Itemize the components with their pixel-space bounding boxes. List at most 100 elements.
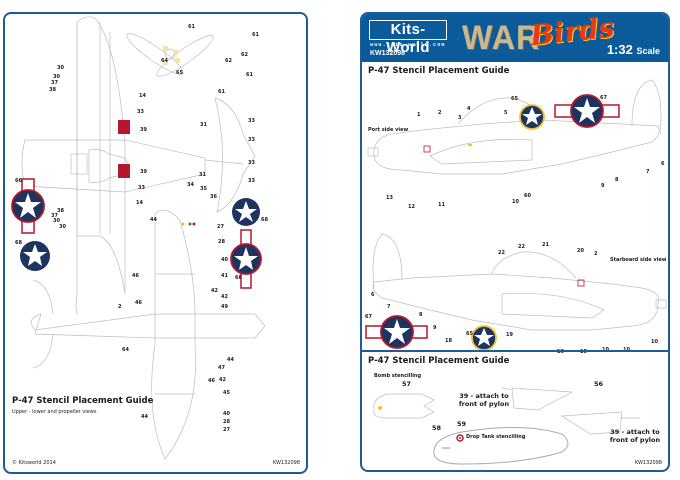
- label-61: 61: [252, 32, 259, 38]
- label-56: 56: [594, 380, 604, 388]
- insignia-plain-right: [232, 198, 260, 226]
- label-27: 27: [223, 427, 230, 433]
- label-2: 2: [438, 110, 442, 116]
- label-61: 61: [218, 89, 225, 95]
- label-31: 31: [200, 122, 207, 128]
- label-61: 61: [246, 72, 253, 78]
- label-45: 45: [223, 390, 230, 396]
- label-18: 18: [445, 338, 452, 344]
- label-44: 44: [227, 357, 234, 363]
- scale-word: Scale: [636, 46, 660, 56]
- label-33: 33: [248, 118, 255, 124]
- warbirds-logo-war: WAR: [462, 19, 541, 57]
- label-8: 8: [615, 177, 619, 183]
- scale-value: 1:32: [606, 42, 633, 57]
- label-57: 57: [402, 380, 412, 388]
- label-21: 21: [542, 242, 549, 248]
- pylon-note-1: 39 - attach to front of pylon: [458, 392, 510, 408]
- label-59: 59: [457, 420, 467, 428]
- label-67: 67: [600, 95, 607, 101]
- label-11: 11: [438, 202, 445, 208]
- label-27: 27: [217, 224, 224, 230]
- left-product-code: KW132098: [272, 460, 300, 466]
- label-47: 47: [218, 365, 225, 371]
- label-61: 61: [188, 24, 195, 30]
- label-60: 60: [524, 193, 531, 199]
- label-42: 42: [211, 288, 218, 294]
- label-34: 34: [187, 182, 194, 188]
- left-guide-subtitle: Upper - lower and propeller views: [12, 409, 97, 415]
- propeller-outline: [126, 33, 214, 77]
- label-35: 35: [200, 186, 207, 192]
- label-44: 44: [150, 217, 157, 223]
- label-40: 40: [221, 257, 228, 263]
- label-28: 28: [223, 419, 230, 425]
- red-panel-upper: [118, 120, 130, 134]
- red-panel-lower: [118, 164, 130, 178]
- label-10: 10: [557, 349, 564, 355]
- label-37: 37: [51, 80, 58, 86]
- label-65: 65: [176, 70, 183, 76]
- label-7: 7: [387, 304, 391, 310]
- label-39: 39: [140, 127, 147, 133]
- starboard-wing-root: [501, 292, 605, 319]
- label-9: 9: [601, 183, 605, 189]
- label-49: 49: [221, 304, 228, 310]
- label-68: 68: [15, 240, 22, 246]
- label-28: 28: [218, 239, 225, 245]
- label-10: 10: [580, 349, 587, 355]
- scale-label: 1:32 Scale: [607, 42, 660, 57]
- insignia-67-port: [554, 94, 620, 128]
- section2-title: P-47 Stencil Placement Guide: [368, 356, 510, 366]
- label-22: 22: [498, 250, 505, 256]
- drop-tank-label: Drop Tank stencilling: [466, 434, 526, 440]
- label-13: 13: [386, 195, 393, 201]
- label-37: 37: [51, 213, 58, 219]
- insignia-65-port: [519, 104, 545, 130]
- label-33: 33: [248, 137, 255, 143]
- label-6: 6: [661, 161, 665, 167]
- label-46: 46: [135, 300, 142, 306]
- label-44: 44: [141, 414, 148, 420]
- port-tail: [631, 79, 662, 135]
- starboard-fuselage-outline: [372, 273, 659, 331]
- insignia-with-bars-right: [230, 229, 262, 289]
- right-stencil-sheet: Kits-World www.kits-world.com KW132098 W…: [360, 12, 670, 472]
- pylon-2: [560, 411, 623, 435]
- label-62: 62: [241, 52, 248, 58]
- section1-title: P-47 Stencil Placement Guide: [368, 66, 510, 76]
- label-33: 33: [248, 178, 255, 184]
- starboard-view-label: Starboard side view: [610, 257, 667, 263]
- label-58: 58: [432, 424, 442, 432]
- label-30: 30: [59, 224, 66, 230]
- label-33: 33: [137, 109, 144, 115]
- label-39: 39: [140, 169, 147, 175]
- label-9: 9: [433, 325, 437, 331]
- bomb-stencilling-label: Bomb stencilling: [374, 373, 422, 379]
- label-30: 30: [53, 218, 60, 224]
- label-7: 7: [646, 169, 650, 175]
- label-38: 38: [49, 87, 56, 93]
- pylon-1: [511, 387, 574, 411]
- label-66: 66: [15, 178, 22, 184]
- label-46: 46: [132, 273, 139, 279]
- brand-header: Kits-World www.kits-world.com KW132098 W…: [362, 14, 668, 62]
- label-30: 30: [57, 65, 64, 71]
- label-14: 14: [136, 200, 143, 206]
- label-31: 31: [199, 172, 206, 178]
- label-33: 33: [248, 160, 255, 166]
- stencil-box-1: [423, 145, 431, 153]
- right-footer-code: KW132098: [634, 460, 662, 466]
- label-10: 10: [512, 199, 519, 205]
- label-22: 22: [518, 244, 525, 250]
- label-33: 33: [138, 185, 145, 191]
- section-divider: [362, 350, 668, 352]
- label-10: 10: [651, 339, 658, 345]
- label-64: 64: [122, 347, 129, 353]
- label-30: 30: [53, 74, 60, 80]
- label-42: 42: [221, 294, 228, 300]
- port-fuselage-outline: [373, 119, 660, 175]
- pylon-note-2: 39 - attach to front of pylon: [609, 428, 661, 444]
- left-stencil-sheet: 61 61 62 62 64 65 61 61 30 30 37 38 14 3…: [3, 12, 308, 474]
- port-wing-root: [429, 138, 533, 165]
